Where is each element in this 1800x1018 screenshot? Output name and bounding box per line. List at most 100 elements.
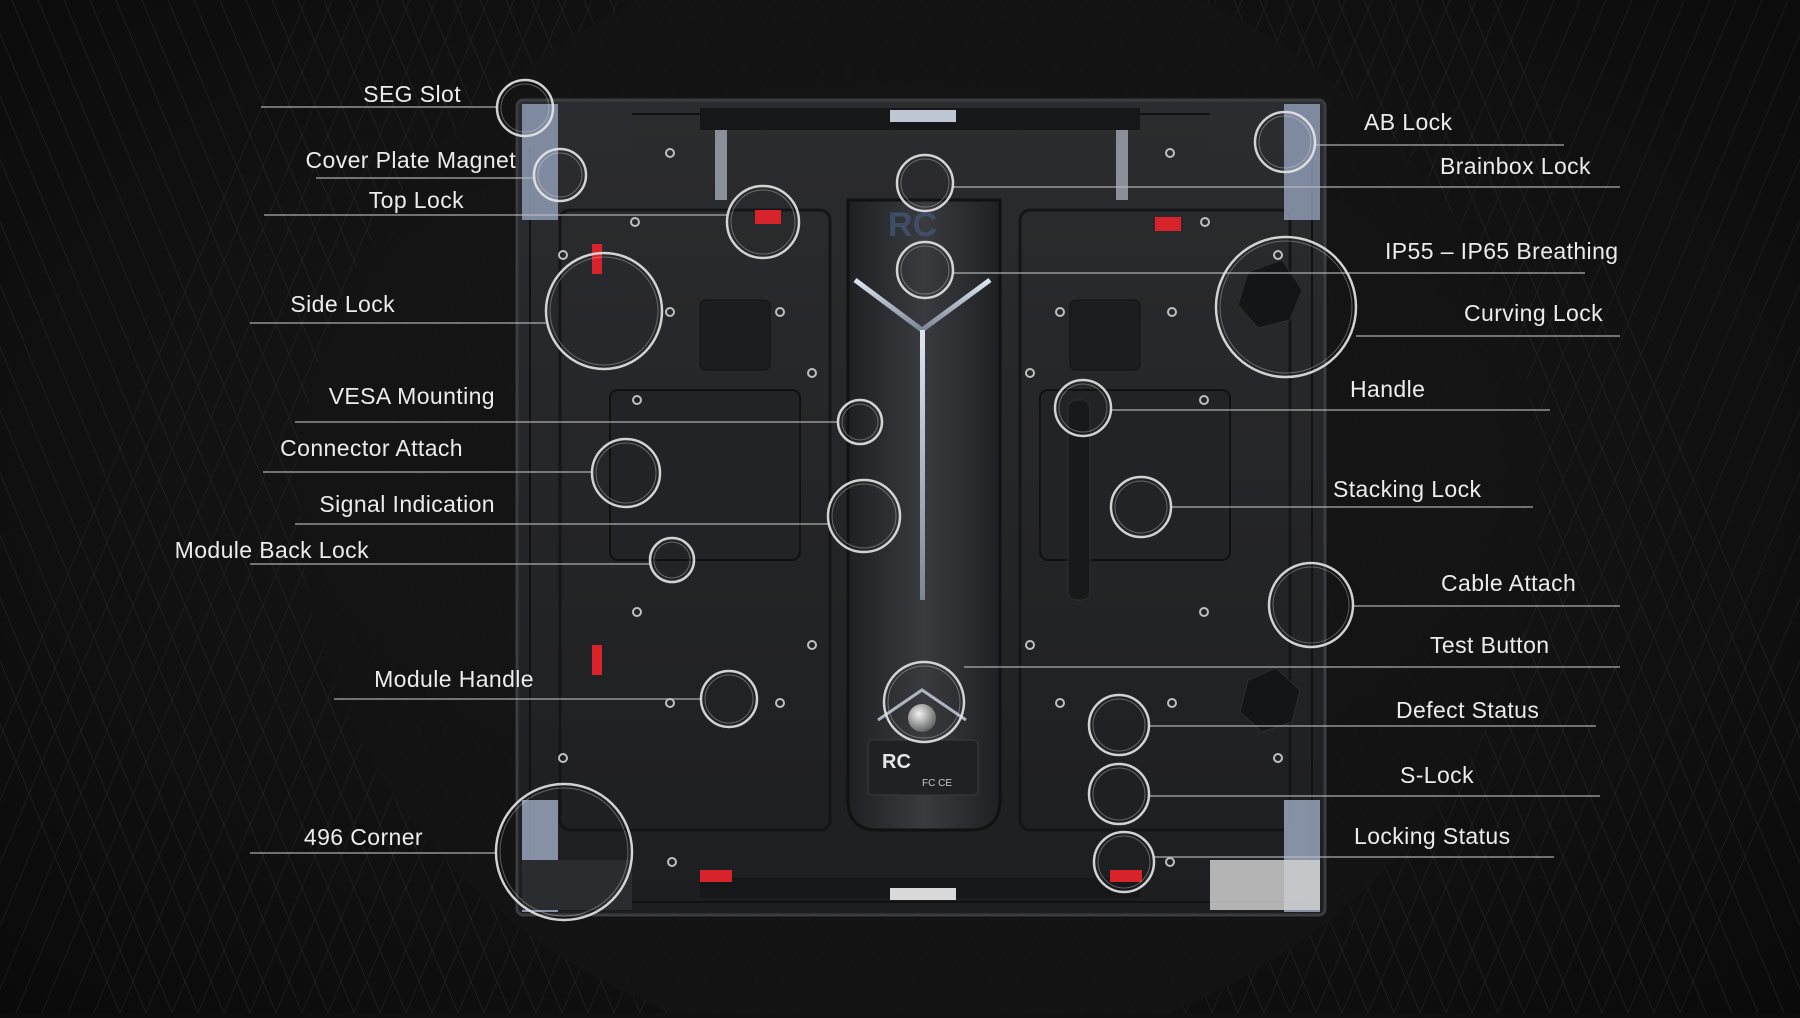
callout-defect-status: Defect Status <box>1396 697 1540 723</box>
ring-cover-plate-magnet <box>532 147 588 203</box>
streak-line <box>1523 346 1800 1014</box>
ring-ip55-ip65-breathing <box>895 240 955 300</box>
ring-outer <box>895 240 955 300</box>
callout-module-handle: Module Handle <box>374 666 534 692</box>
streak-line <box>1341 0 1763 1014</box>
screw <box>1200 217 1210 227</box>
streak-line <box>0 0 333 803</box>
streak-line <box>0 346 277 1014</box>
streak-line <box>0 32 407 1014</box>
streak-line <box>0 408 251 1014</box>
ring-outer <box>590 437 662 509</box>
callout-stacking-lock: Stacking Lock <box>1333 476 1482 502</box>
streak-line <box>1627 596 1800 1014</box>
streak-line <box>67 0 489 1014</box>
streak-line <box>1445 157 1800 1014</box>
screw <box>1167 307 1177 317</box>
ring-outer <box>1053 378 1113 438</box>
streak-line <box>0 95 381 1014</box>
label-plate-brand: RC <box>882 751 911 773</box>
screw <box>558 250 568 260</box>
streak-line <box>1389 0 1800 991</box>
streak-line <box>1679 722 1800 1014</box>
screw <box>1273 753 1283 763</box>
streak-line <box>0 157 355 1014</box>
streak-line <box>1497 283 1800 1014</box>
ring-inner <box>595 442 657 504</box>
screw <box>1055 307 1065 317</box>
streak-line <box>1601 534 1800 1014</box>
streak-line <box>11 0 433 1014</box>
streak-line <box>0 596 173 1014</box>
streak-line <box>0 534 199 1014</box>
callout-locking-status: Locking Status <box>1354 823 1511 849</box>
ring-inner <box>499 787 629 917</box>
ring-outer <box>1267 561 1355 649</box>
screw <box>665 307 675 317</box>
ring-side-lock <box>544 251 664 371</box>
spine-logo: RC <box>888 206 937 244</box>
streak-line <box>0 0 307 740</box>
screw <box>1165 857 1175 867</box>
callout-cable-attach: Cable Attach <box>1441 570 1577 596</box>
callout-cover-plate-magnet: Cover Plate Magnet <box>305 147 516 173</box>
ring-top-lock <box>725 184 801 260</box>
ring-cable-attach <box>1267 561 1355 649</box>
streak-line <box>0 471 225 1014</box>
ring-inner <box>1114 480 1168 534</box>
streak-line <box>0 220 329 1014</box>
ring-inner <box>549 256 659 366</box>
ring-s-lock <box>1087 762 1151 826</box>
ring-inner <box>537 152 583 198</box>
screw <box>775 307 785 317</box>
ring-seg-slot <box>495 78 555 138</box>
screw <box>665 148 675 158</box>
screw <box>632 395 642 405</box>
screw <box>1055 698 1065 708</box>
ring-inner <box>887 665 961 739</box>
label-plate-certs: FC CE <box>922 778 952 789</box>
ring-inner <box>1058 383 1108 433</box>
ring-inner <box>1092 767 1146 821</box>
screw <box>807 640 817 650</box>
ring-defect-status <box>1087 693 1151 757</box>
ring-connector-attach <box>590 437 662 509</box>
callout-ab-lock: AB Lock <box>1364 109 1453 135</box>
streak-line <box>0 0 411 991</box>
callout-brainbox-lock: Brainbox Lock <box>1440 153 1591 179</box>
ring-inner <box>1258 115 1312 169</box>
callout-side-lock: Side Lock <box>290 291 395 317</box>
callout-module-back-lock: Module Back Lock <box>174 537 369 563</box>
ring-locking-status <box>1092 830 1156 894</box>
streak-line <box>1549 408 1800 1014</box>
streak-line <box>41 0 463 1014</box>
ring-vesa-mounting <box>836 398 884 446</box>
ring-inner <box>831 483 897 549</box>
streak-line <box>1467 0 1800 803</box>
ring-curving-lock <box>1214 235 1358 379</box>
streak-line <box>1441 0 1800 865</box>
ring-outer <box>1087 762 1151 826</box>
ring-brainbox-lock <box>895 153 955 213</box>
screw <box>667 857 677 867</box>
streak-line <box>1419 95 1800 1014</box>
ring-outer <box>1109 475 1173 539</box>
ring-outer <box>1214 235 1358 379</box>
callout-leader-lines <box>250 106 1620 858</box>
screw <box>1199 395 1209 405</box>
ring-inner <box>841 403 879 441</box>
streak-line <box>1393 32 1800 1014</box>
ring-outer <box>699 669 759 729</box>
ring-outer <box>1253 110 1317 174</box>
ring-outer <box>544 251 664 371</box>
streak-line <box>0 283 303 1014</box>
ring-ab-lock <box>1253 110 1317 174</box>
streak-line <box>63 0 485 1014</box>
ring-outer <box>826 478 902 554</box>
streak-line <box>1493 0 1800 740</box>
streak-line <box>1653 659 1800 1014</box>
ring-inner <box>1272 566 1350 644</box>
streak-line <box>0 0 385 928</box>
screw <box>1273 250 1283 260</box>
ring-outer <box>836 398 884 446</box>
